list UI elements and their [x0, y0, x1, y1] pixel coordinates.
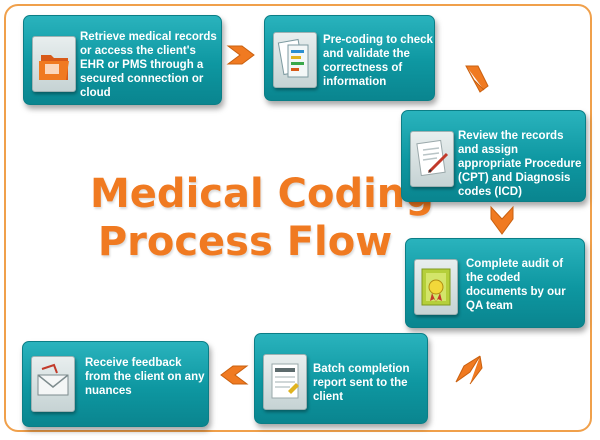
step-2-box: Pre-coding to check and validate the cor…: [264, 15, 435, 101]
folder-icon: [32, 36, 76, 92]
envelope-icon: [31, 356, 75, 412]
report-icon: [263, 354, 307, 410]
arrow-3-to-4: [490, 205, 514, 235]
step-4-box: Complete audit of the coded documents by…: [405, 238, 585, 328]
step-6-box: Receive feedback from the client on any …: [22, 341, 209, 427]
diagram-title: Medical Coding Process Flow: [90, 170, 434, 266]
certificate-icon: [414, 259, 458, 315]
pen-writing-icon: [410, 131, 454, 187]
title-line-1: Medical Coding: [90, 171, 434, 217]
step-3-text: Review the records and assign appropriat…: [458, 130, 582, 198]
step-2-text: Pre-coding to check and validate the cor…: [323, 34, 433, 88]
documents-icon: [273, 32, 317, 88]
step-5-box: Batch completion report sent to the clie…: [254, 333, 428, 424]
arrow-1-to-2: [226, 45, 255, 65]
step-1-box: Retrieve medical records or access the c…: [23, 15, 222, 105]
arrow-5-to-6: [220, 365, 249, 385]
step-1-text: Retrieve medical records or access the c…: [80, 31, 217, 99]
step-6-text: Receive feedback from the client on any …: [85, 357, 205, 397]
step-4-text: Complete audit of the coded documents by…: [466, 258, 566, 312]
arrow-2-to-3: [465, 65, 489, 93]
step-3-box: Review the records and assign appropriat…: [401, 110, 586, 202]
step-5-text: Batch completion report sent to the clie…: [313, 363, 410, 403]
arrow-4-to-5: [455, 355, 483, 385]
title-line-2: Process Flow: [97, 219, 393, 265]
